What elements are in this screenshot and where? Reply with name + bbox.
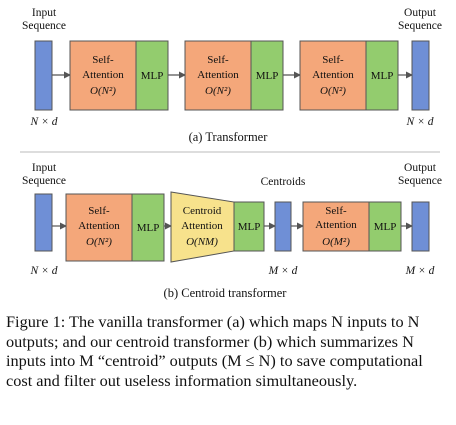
centroids-bar — [274, 201, 292, 252]
transformer-block-1: Self-Attention O(N²) MLP — [69, 40, 169, 111]
subfigure-caption-b: (b) Centroid transformer — [164, 286, 288, 300]
mlp-label: MLP — [256, 70, 279, 82]
input-sequence-bar — [34, 193, 53, 252]
complexity-label: O(N²) — [86, 236, 112, 248]
mlp-label: MLP — [141, 70, 164, 82]
transformer-block-3: Self-Attention O(N²) MLP — [299, 40, 399, 111]
self-attention-label: Self-Attention — [78, 205, 120, 232]
output-sequence-bar — [411, 201, 430, 252]
output-dim-label: N × d — [406, 116, 434, 128]
input-dim-label: N × d — [30, 265, 58, 277]
self-attention-label: Self-Attention — [312, 54, 354, 81]
self-attention-label: Self-Attention — [82, 54, 124, 81]
input-dim-label: N × d — [30, 116, 58, 128]
self-attention-box — [302, 201, 370, 252]
mlp-box — [365, 40, 399, 111]
centroid-self-block-2: Self-Attention O(M²) MLP — [302, 201, 402, 252]
mlp-box — [250, 40, 284, 111]
self-attention-box — [65, 193, 133, 262]
subfigure-caption-a: (a) Transformer — [189, 130, 269, 144]
centroid-dim-label: M × d — [268, 265, 298, 277]
mlp-label: MLP — [238, 221, 261, 233]
figure-caption: Figure 1: The vanilla transformer (a) wh… — [6, 312, 423, 390]
centroids-label: Centroids — [261, 176, 306, 188]
complexity-label: O(NM) — [186, 236, 218, 248]
mlp-box — [135, 40, 169, 111]
centroid-self-block-1: Self-Attention O(N²) MLP — [65, 193, 165, 262]
mlp-box — [233, 201, 265, 252]
complexity-label: O(N²) — [205, 85, 231, 97]
mlp-label: MLP — [371, 70, 394, 82]
complexity-label: O(N²) — [90, 85, 116, 97]
self-attention-label: Self-Attention — [315, 205, 357, 231]
self-attention-label: Self-Attention — [197, 54, 239, 81]
complexity-label: O(M²) — [322, 236, 350, 248]
mlp-box — [131, 193, 165, 262]
input-sequence-bar — [34, 40, 53, 111]
mlp-label: MLP — [374, 221, 397, 233]
mlp-label: MLP — [137, 222, 160, 234]
complexity-label: O(N²) — [320, 85, 346, 97]
output-sequence-bar — [411, 40, 430, 111]
transformer-block-2: Self-Attention O(N²) MLP — [184, 40, 284, 111]
output-dim-label: M × d — [405, 265, 435, 277]
mlp-box — [368, 201, 402, 252]
